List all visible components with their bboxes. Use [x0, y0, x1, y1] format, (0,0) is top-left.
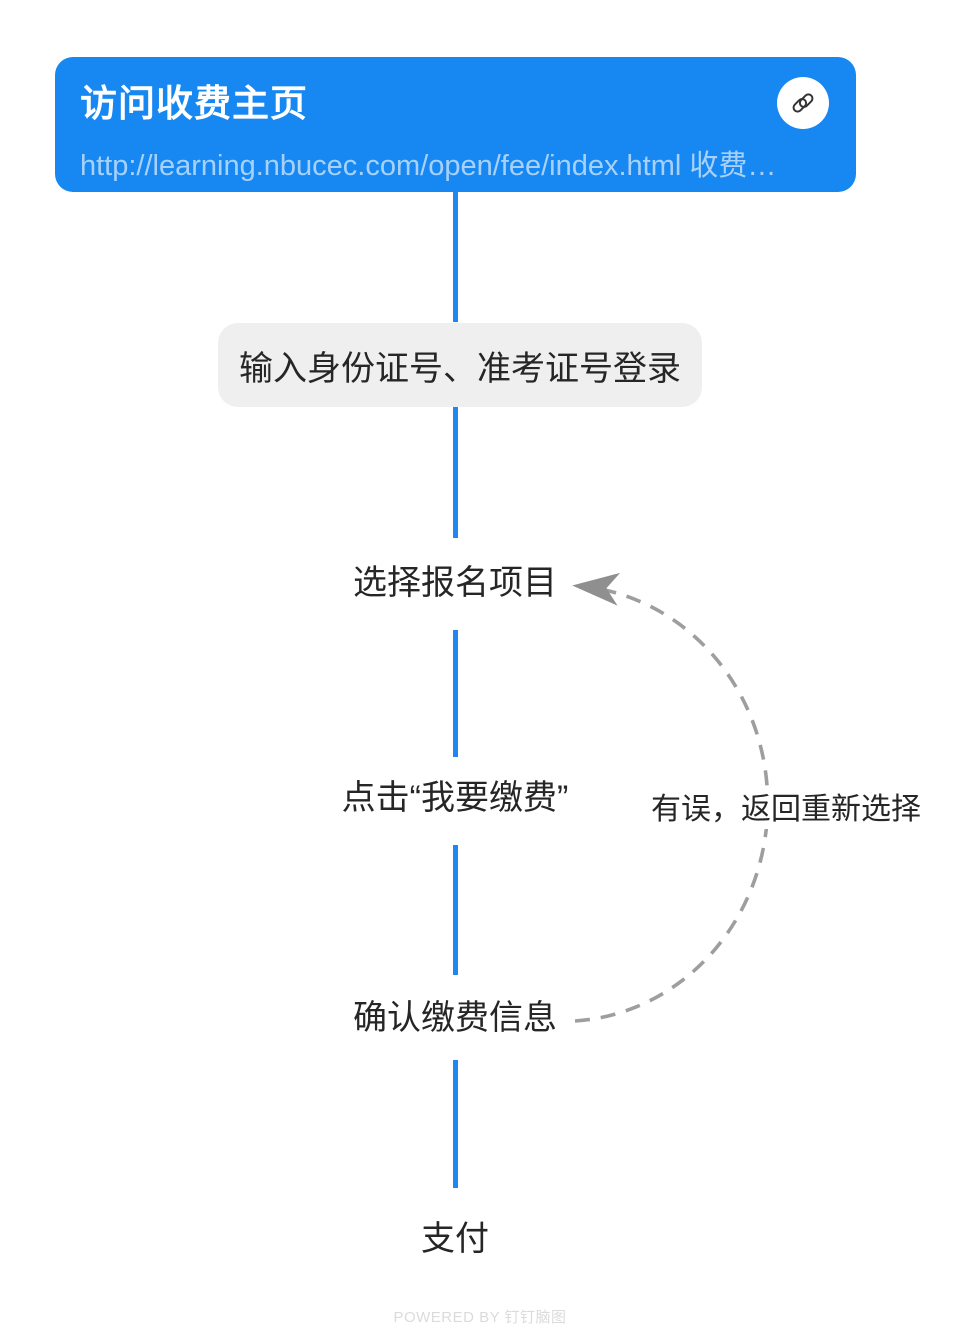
root-node-card[interactable]: 访问收费主页 http://learning.nbucec.com/open/f…	[55, 57, 856, 192]
node-select-project: 选择报名项目	[347, 563, 563, 603]
link-icon	[792, 93, 814, 113]
link-button[interactable]	[777, 77, 829, 129]
node-pay: 支付	[415, 1219, 495, 1259]
feedback-arc-label: 有误，返回重新选择	[646, 791, 926, 829]
root-node-title: 访问收费主页	[80, 83, 308, 124]
powered-by-watermark: POWERED BY 钉钉脑图	[393, 1309, 567, 1326]
node-login: 输入身份证号、准考证号登录	[218, 323, 702, 407]
node-click-pay: 点击“我要缴费”	[335, 778, 575, 818]
node-confirm-info: 确认缴费信息	[347, 998, 563, 1038]
root-node-url: http://learning.nbucec.com/open/fee/inde…	[80, 150, 777, 182]
